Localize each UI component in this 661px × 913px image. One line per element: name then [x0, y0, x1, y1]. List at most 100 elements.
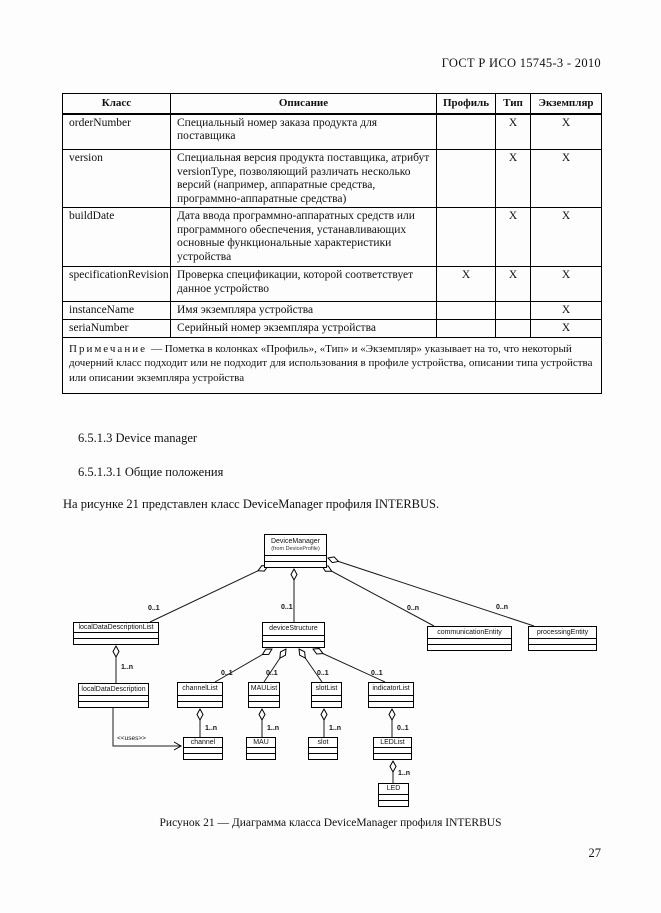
table-row: seriaNumber Серийный номер экземпляра ус… [62, 319, 602, 338]
uml-operations-compartment [379, 800, 408, 806]
uml-attributes-compartment [309, 747, 337, 753]
type-mark-cell: X [495, 207, 531, 267]
type-mark-cell [495, 319, 531, 338]
uml-operations-compartment [74, 638, 158, 644]
uml-class-led: LED [378, 783, 409, 807]
uml-operations-compartment [369, 701, 413, 707]
uml-operations-compartment [263, 641, 324, 647]
uml-class-localdatadescription: localDataDescription [78, 683, 149, 708]
note-text: — Пометка в колонках «Профиль», «Тип» и … [69, 342, 593, 384]
uml-from-note: (from DeviceProfile) [271, 546, 320, 552]
description-cell: Проверка спецификации, которой соответст… [170, 266, 437, 302]
uml-class-name: LED [386, 785, 401, 792]
class-name-cell: instanceName [62, 301, 171, 320]
uml-class-name: slot [317, 738, 329, 746]
note-label: Примечание [69, 342, 147, 355]
uml-attributes-compartment [79, 695, 148, 701]
type-mark-cell: X [495, 266, 531, 302]
profile-mark-cell: X [436, 266, 496, 302]
profile-mark-cell [436, 149, 496, 208]
type-mark-cell: X [495, 149, 531, 208]
profile-mark-cell [436, 113, 496, 150]
figure-caption: Рисунок 21 — Диаграмма класса DeviceMana… [159, 817, 502, 829]
subsection-heading: 6.5.1.3.1 Общие положения [78, 465, 224, 479]
uml-class-communicationentity: communicationEntity [427, 626, 512, 651]
uml-operations-compartment [309, 753, 337, 759]
multiplicity-label: 0..1 [317, 670, 329, 677]
uml-attributes-compartment [265, 555, 326, 561]
uml-attributes-compartment [263, 635, 324, 641]
uml-class-name: MAU [253, 738, 269, 746]
table-row: buildDate Дата ввода программно-аппаратн… [62, 207, 602, 267]
uml-attributes-compartment [184, 747, 222, 753]
uml-attributes-compartment [312, 695, 341, 701]
description-cell: Дата ввода программно-аппаратных средств… [170, 207, 437, 267]
profile-mark-cell [436, 301, 496, 320]
uml-class-name: indicatorList [372, 685, 410, 692]
uml-class-localdatadescriptionlist: localDataDescriptionList [73, 622, 159, 645]
uses-stereotype-label: <<uses>> [117, 735, 146, 742]
instance-mark-cell: X [530, 207, 602, 267]
uml-attributes-compartment [379, 794, 408, 800]
multiplicity-label: 0..1 [148, 605, 160, 612]
multiplicity-label: 1..n [121, 664, 134, 671]
uml-attributes-compartment [374, 747, 411, 753]
header-cell-profile: Профиль [436, 93, 496, 115]
uml-class-indicatorlist: indicatorList [368, 682, 414, 708]
uml-class-name: MAUList [250, 685, 278, 692]
class-name-cell: specificationRevision [62, 266, 171, 302]
uml-class-name: DeviceManager [270, 538, 321, 545]
uml-operations-compartment [178, 701, 222, 707]
attributes-table: Класс Описание Профиль Тип Экземпляр ord… [62, 93, 602, 394]
uml-class-name: channel [190, 738, 216, 746]
uml-class-channellist: channelList [177, 682, 223, 708]
uml-class-slot: slot [308, 737, 338, 760]
instance-mark-cell: X [530, 266, 602, 302]
uml-operations-compartment [265, 561, 326, 567]
multiplicity-label: 0..n [407, 605, 420, 612]
uml-attributes-compartment [247, 747, 275, 753]
profile-mark-cell [436, 319, 496, 338]
table-header-row: Класс Описание Профиль Тип Экземпляр [62, 93, 602, 115]
uml-operations-compartment [374, 753, 411, 759]
multiplicity-label: 1..n [205, 725, 218, 732]
uml-class-ledlist: LEDList [373, 737, 412, 760]
header-cell-class: Класс [62, 93, 171, 115]
uml-operations-compartment [529, 644, 596, 650]
description-cell: Серийный номер экземпляра устройства [170, 319, 437, 338]
uml-class-name: deviceStructure [269, 625, 318, 632]
uml-attributes-compartment [178, 695, 222, 701]
class-name-cell: buildDate [62, 207, 171, 267]
uml-class-channel: channel [183, 737, 223, 760]
description-cell: Специальный номер заказа продукта для по… [170, 113, 437, 150]
uml-class-devicestructure: deviceStructure [262, 622, 325, 648]
header-cell-instance: Экземпляр [530, 93, 602, 115]
profile-mark-cell [436, 207, 496, 267]
table-note-row: Примечание— Пометка в колонках «Профиль»… [62, 336, 602, 394]
uml-operations-compartment [312, 701, 341, 707]
table-row: instanceName Имя экземпляра устройства X [62, 301, 602, 320]
multiplicity-label: 0..1 [397, 725, 409, 732]
uml-attributes-compartment [428, 638, 511, 644]
class-name-cell: version [62, 149, 171, 208]
instance-mark-cell: X [530, 301, 602, 320]
uml-class-mau: MAU [246, 737, 276, 760]
uml-operations-compartment [247, 753, 275, 759]
section-heading: 6.5.1.3 Device manager [78, 431, 198, 445]
uml-class-name: localDataDescription [81, 685, 146, 693]
uml-class-title: DeviceManager (from DeviceProfile) [265, 535, 326, 555]
multiplicity-label: 1..n [267, 725, 280, 732]
table-row: orderNumber Специальный номер заказа про… [62, 113, 602, 150]
uml-attributes-compartment [369, 695, 413, 701]
multiplicity-label: 0..1 [221, 670, 233, 677]
multiplicity-label: 1..n [398, 770, 411, 777]
multiplicity-label: 0..1 [281, 604, 293, 611]
uml-operations-compartment [428, 644, 511, 650]
uml-operations-compartment [249, 701, 279, 707]
table-row: version Специальная версия продукта пост… [62, 149, 602, 208]
body-paragraph: На рисунке 21 представлен класс DeviceMa… [63, 497, 440, 511]
uml-class-name: localDataDescriptionList [78, 623, 154, 631]
note-cell: Примечание— Пометка в колонках «Профиль»… [62, 336, 602, 394]
uml-class-processingentity: processingEntity [528, 626, 597, 651]
